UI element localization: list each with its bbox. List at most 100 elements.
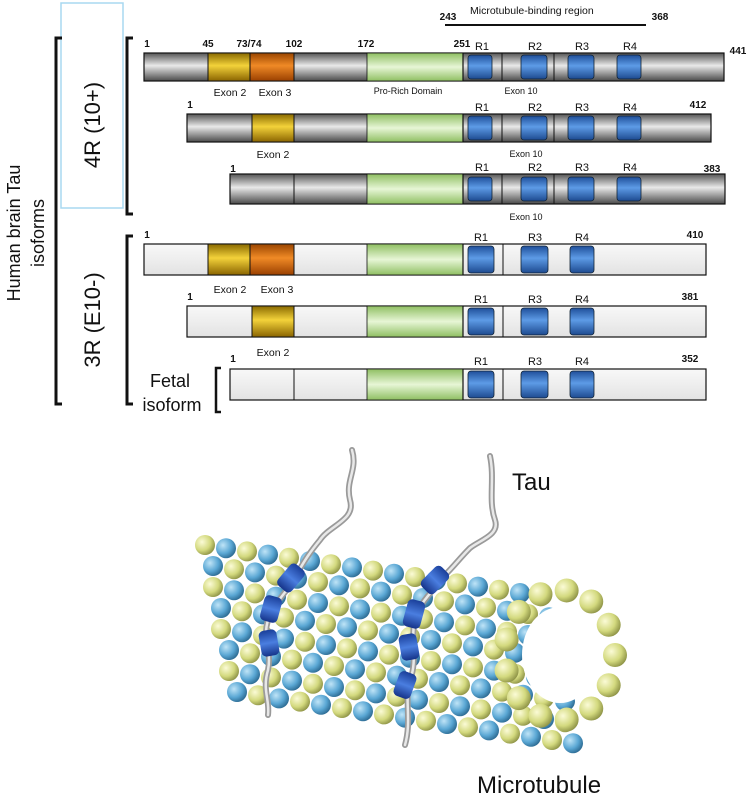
tubulin-subunit (603, 643, 627, 667)
isoform-row-412: 1 412 R1 R2 R3 R4 Exon 2 Exon 10 (186, 100, 712, 161)
tubulin-subunit (240, 664, 260, 685)
r3-label: R3 (575, 162, 589, 174)
tubulin-subunit (269, 688, 289, 709)
repeat-r2 (520, 176, 548, 202)
repeat-r1 (467, 370, 495, 399)
repeat-r1 (467, 54, 493, 80)
tubulin-subunit (211, 619, 231, 639)
tau-label: Tau (512, 469, 551, 496)
r2-label: R2 (528, 102, 542, 114)
length-label: 441 (730, 46, 747, 57)
tubulin-subunit (329, 596, 349, 617)
tubulin-subunit (316, 635, 336, 655)
tubulin-subunit (316, 614, 336, 634)
tubulin-subunit (245, 583, 265, 604)
tubulin-subunit (358, 620, 378, 641)
isoform-row-352: 1 352 R1 R3 R4 (229, 354, 707, 401)
tubulin-subunit (437, 714, 457, 734)
isoform-row-410: 1 410 R1 R3 R4 Exon 2 Exon 3 (143, 230, 707, 296)
repeat-r1 (467, 245, 495, 274)
repeat-r1 (467, 307, 495, 336)
r4-label: R4 (575, 294, 589, 306)
pro-rich-segment (366, 52, 464, 82)
tubulin-subunit (405, 567, 425, 587)
tubulin-subunit (455, 615, 475, 636)
tubulin-subunit (429, 672, 449, 692)
r1-label: R1 (474, 232, 488, 244)
length-label: 352 (682, 354, 699, 365)
tubulin-subunit (308, 593, 328, 613)
exon3-label: Exon 3 (259, 87, 292, 99)
repeat-r3 (520, 370, 549, 399)
tubulin-subunit (195, 535, 215, 555)
tubulin-subunit (528, 582, 553, 607)
tubulin-subunit (447, 573, 467, 594)
tubulin-subunit (463, 657, 483, 678)
tubulin-subunit (366, 683, 386, 704)
microtubule-label: Microtubule (477, 772, 601, 799)
tubulin-subunit (350, 599, 370, 620)
position-1: 1 (144, 39, 150, 50)
tubulin-subunit (248, 685, 268, 706)
repeat-r3 (567, 176, 595, 202)
tau-helix (258, 629, 280, 657)
r1-label: R1 (474, 294, 488, 306)
tubulin-subunit (563, 733, 583, 754)
tubulin-subunit (345, 680, 365, 701)
tau-helix (420, 565, 450, 595)
tubulin-subunit (224, 559, 244, 580)
r4-label: R4 (575, 356, 589, 368)
tubulin-subunit (366, 662, 386, 683)
outer-bracket (54, 36, 62, 406)
tubulin-subunit (203, 556, 223, 576)
tubulin-subunit (353, 701, 373, 722)
r3-label: R3 (528, 232, 542, 244)
tubulin-subunit (203, 577, 223, 597)
tubulin-subunit (224, 580, 244, 601)
tubulin-subunit (521, 726, 541, 747)
side-label-line1: Human brain Tau (4, 165, 24, 302)
repeat-r1 (467, 115, 493, 141)
tubulin-subunit (458, 717, 478, 738)
tubulin-subunit (506, 686, 531, 711)
tubulin-subunit (596, 673, 621, 698)
r1-label: R1 (475, 41, 489, 53)
tubulin-subunit (216, 538, 236, 559)
tubulin-subunit (245, 562, 265, 583)
start-label: 1 (187, 292, 193, 303)
tubulin-subunit (542, 730, 562, 750)
r1-label: R1 (475, 102, 489, 114)
tubulin-subunit (379, 623, 399, 644)
start-label: 1 (230, 354, 236, 365)
tubulin-subunit (408, 689, 428, 710)
position-73-74: 73/74 (236, 39, 261, 50)
tubulin-subunit (371, 581, 391, 602)
exon2-segment (251, 113, 295, 143)
tubulin-subunit (211, 598, 231, 618)
tubulin-subunit (282, 649, 302, 670)
repeat-r4 (569, 245, 595, 274)
side-label: Human brain Tau isoforms (4, 165, 48, 302)
position-172: 172 (358, 39, 375, 50)
r3-label: R3 (528, 294, 542, 306)
pro-rich-segment (366, 173, 464, 205)
exon10-label: Exon 10 (509, 149, 542, 159)
tubulin-subunit (232, 622, 252, 643)
tubulin-subunit (342, 557, 362, 578)
bracket-4r (125, 36, 133, 216)
tubulin-subunit (374, 704, 394, 725)
repeat-r4 (616, 115, 642, 141)
pro-rich-segment (366, 305, 464, 338)
repeat-r2 (520, 115, 548, 141)
exon2-label: Exon 2 (214, 87, 247, 99)
tubulin-subunit (492, 702, 512, 723)
fetal-label-line1: Fetal (150, 371, 190, 391)
exon3-segment (249, 52, 295, 82)
microtubule-illustration: Tau Microtubule (195, 447, 627, 799)
r4-label: R4 (623, 162, 637, 174)
start-label: 1 (187, 100, 193, 111)
tubulin-subunit (287, 589, 307, 610)
tubulin-subunit (494, 658, 519, 683)
